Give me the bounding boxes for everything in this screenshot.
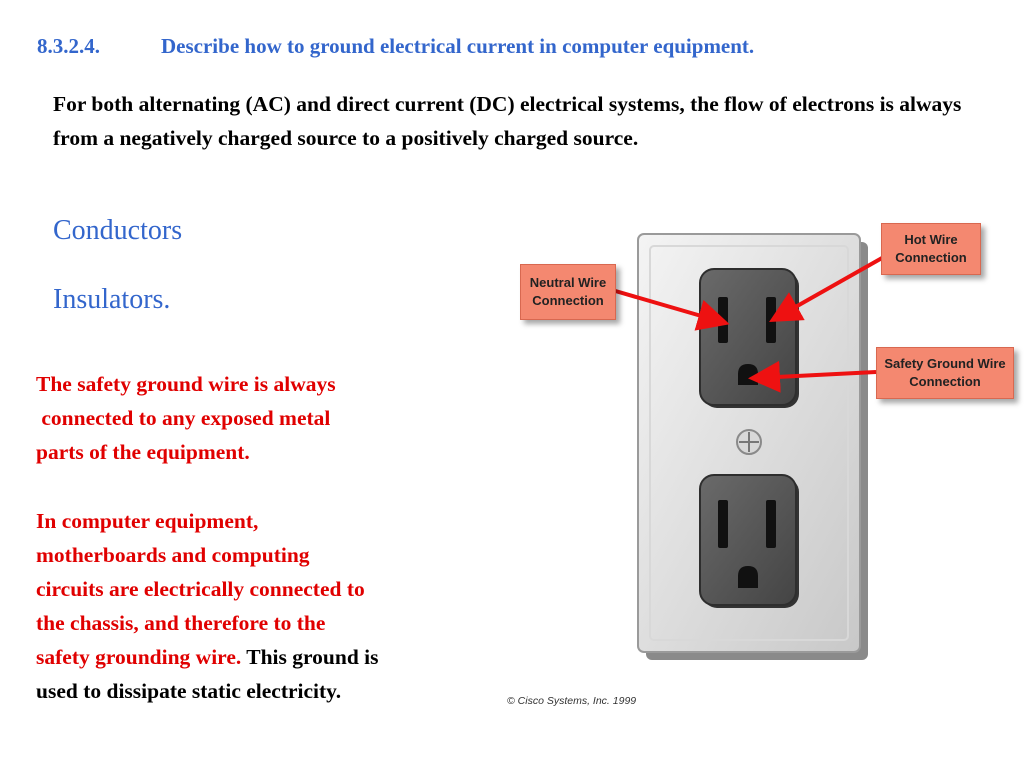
copyright-notice: © Cisco Systems, Inc. 1999 [507,695,637,707]
callout-line: Connection [895,250,967,265]
hot-wire-callout: Hot Wire Connection [881,223,981,275]
text-line: circuits are electrically connected to [36,577,365,601]
screw-icon [736,429,762,455]
hot-arrow [769,256,883,322]
black-tail-text: This ground is [241,645,379,669]
text-line: In computer equipment, [36,509,259,533]
section-number: 8.3.2.4. [37,34,100,58]
section-title: Describe how to ground electrical curren… [161,34,755,58]
bottom-socket [699,474,799,608]
red-tail-text: safety grounding wire. [36,645,242,669]
text-line: used to dissipate static electricity. [36,679,342,703]
safety-ground-paragraph: The safety ground wire is always connect… [36,367,506,469]
callout-line: Hot Wire [904,232,958,247]
callout-line: Safety Ground Wire [884,356,1006,371]
neutral-arrow [611,288,730,331]
text-line: connected to any exposed metal [36,406,331,430]
text-line: the chassis, and therefore to the [36,611,326,635]
text-line: motherboards and computing [36,543,310,567]
top-socket [699,268,799,408]
safety-ground-callout: Safety Ground Wire Connection [876,347,1014,399]
term-insulators: Insulators. [53,284,171,315]
text-line: parts of the equipment. [36,440,250,464]
neutral-wire-callout: Neutral Wire Connection [520,264,616,320]
intro-paragraph: For both alternating (AC) and direct cur… [53,92,962,150]
text-line: safety grounding wire. This ground is [36,640,506,674]
callout-line: Neutral Wire [529,275,607,290]
text-line: The safety ground wire is always [36,372,336,396]
callout-line: Connection [909,374,981,389]
computer-equipment-paragraph: In computer equipment, motherboards and … [36,504,506,708]
callout-line: Connection [532,293,604,308]
ground-arrow [748,360,877,393]
section-heading: 8.3.2.4. Describe how to ground electrica… [37,34,997,59]
term-conductors: Conductors [53,215,183,246]
